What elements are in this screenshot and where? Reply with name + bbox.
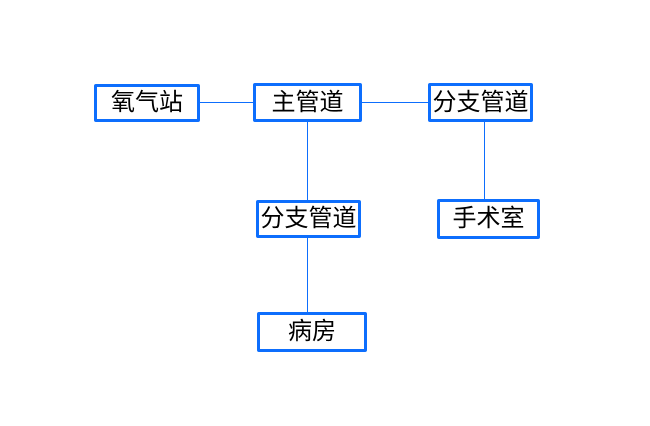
node-oxygen-station: 氧气站 [94, 84, 200, 122]
edge-branch-center-to-ward [307, 238, 308, 312]
node-branch-pipeline-right: 分支管道 [428, 83, 533, 122]
edge-oxygen-to-main [200, 102, 253, 103]
node-branch-pipeline-center: 分支管道 [256, 200, 361, 238]
node-operating-room: 手术室 [437, 199, 540, 239]
edge-main-to-branch-right [362, 102, 428, 103]
edge-branch-right-to-operating-room [484, 122, 485, 199]
edge-main-to-branch-center [307, 122, 308, 200]
node-ward: 病房 [257, 312, 367, 352]
node-main-pipeline: 主管道 [253, 83, 362, 122]
